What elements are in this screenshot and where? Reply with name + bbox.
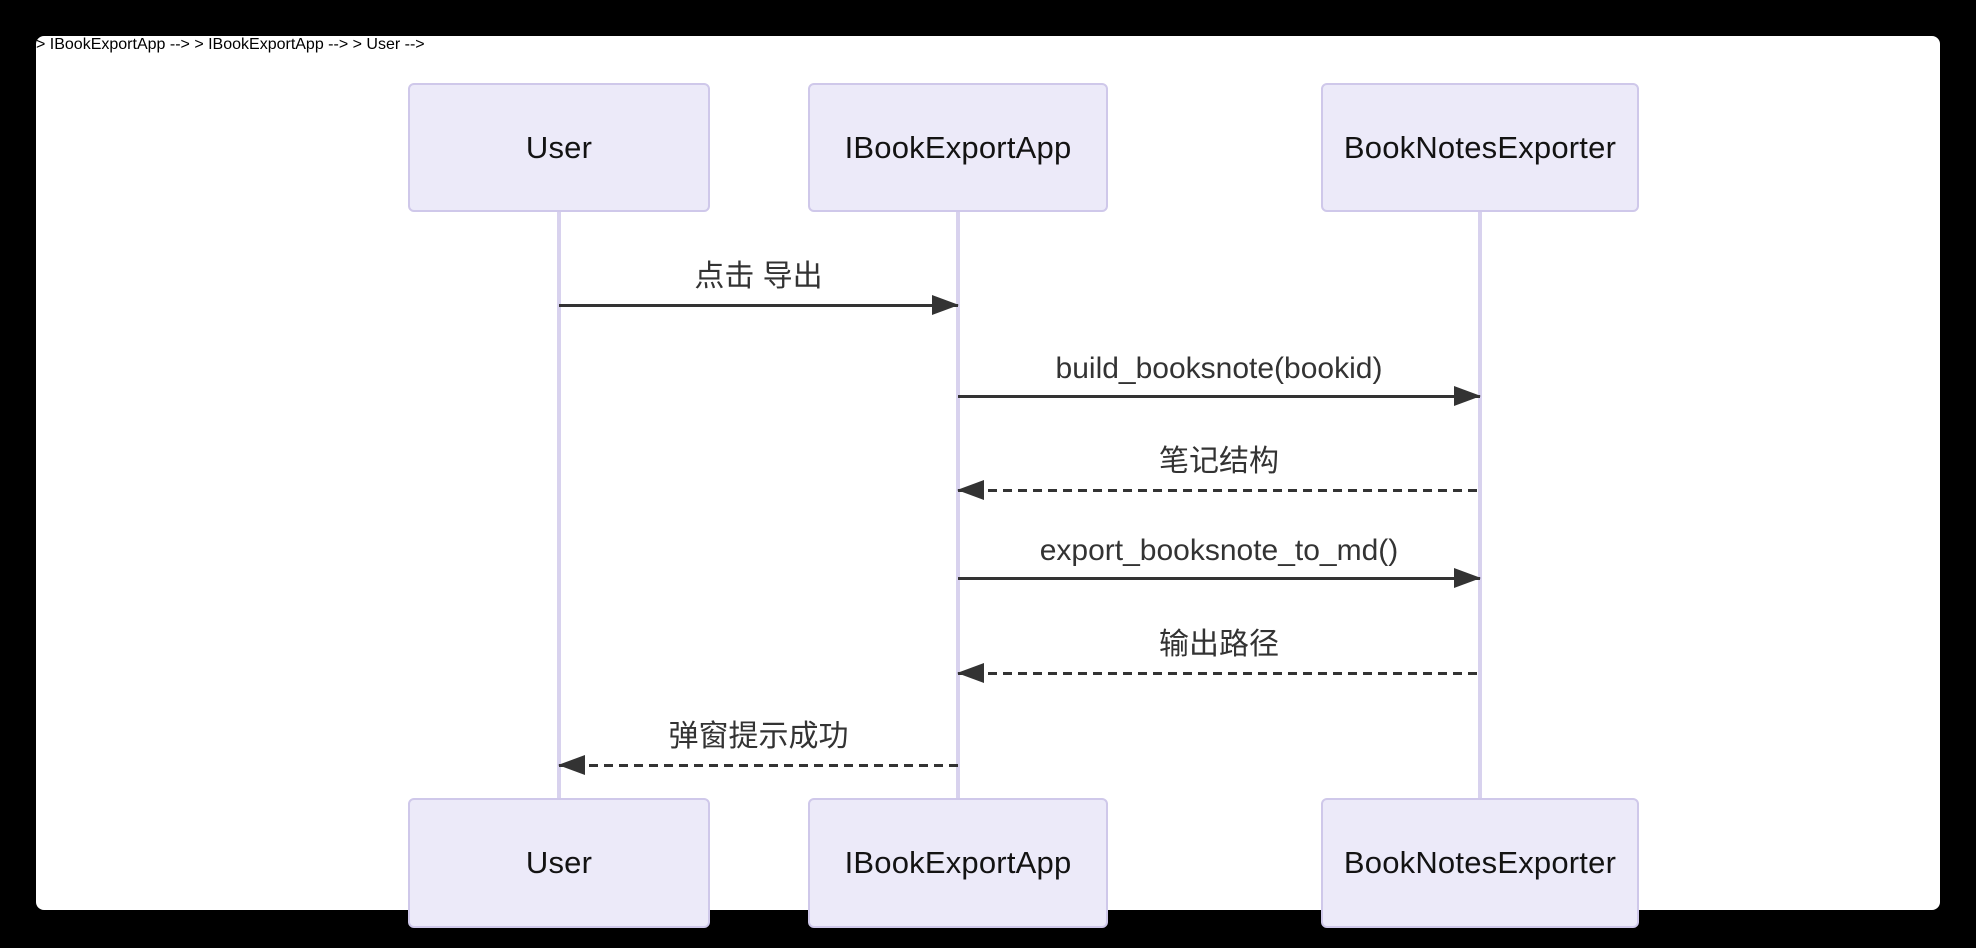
actor-user-bottom-label: User [525, 845, 593, 880]
message-note-structure-label: 笔记结构 [1159, 445, 1279, 478]
message-click-export: 点击 导出 [559, 251, 959, 315]
arrowhead-left-icon [558, 755, 585, 775]
message-output-path-label: 输出路径 [1159, 628, 1279, 661]
actor-user-top: User [408, 83, 710, 212]
message-build-booksnote-label: build_booksnote(bookid) [1055, 352, 1383, 385]
message-click-export-label: 点击 导出 [694, 260, 823, 293]
actor-ibookexportapp-bottom: IBookExportApp [808, 798, 1108, 928]
arrowhead-right-icon [1454, 568, 1481, 588]
actor-user-top-label: User [525, 129, 593, 165]
arrowhead-left-icon [957, 480, 984, 500]
actor-ibookexportapp-top: IBookExportApp [808, 83, 1108, 212]
message-build-booksnote: build_booksnote(bookid) [958, 342, 1481, 406]
message-popup-success-line [559, 764, 958, 767]
message-popup-success: 弹窗提示成功 [558, 711, 958, 775]
message-note-structure-line [958, 489, 1480, 492]
arrowhead-right-icon [1454, 386, 1481, 406]
message-click-export-line [559, 304, 958, 307]
arrowhead-right-icon [932, 295, 959, 315]
diagram-canvas: User IBookExportApp BookNotesExporter Us… [36, 36, 1940, 928]
actor-booknotesexporter-top: BookNotesExporter [1321, 83, 1639, 212]
message-popup-success-label: 弹窗提示成功 [668, 720, 849, 753]
actor-booknotesexporter-top-label: BookNotesExporter [1343, 129, 1617, 165]
message-export-booksnote-line [958, 577, 1480, 580]
lifeline-user [557, 212, 561, 798]
actor-booknotesexporter-bottom-label: BookNotesExporter [1343, 845, 1617, 880]
actor-booknotesexporter-bottom: BookNotesExporter [1321, 798, 1639, 928]
message-note-structure: 笔记结构 [957, 436, 1480, 500]
actor-ibookexportapp-top-label: IBookExportApp [844, 129, 1072, 165]
message-export-booksnote: export_booksnote_to_md() [958, 524, 1481, 588]
actor-ibookexportapp-bottom-label: IBookExportApp [844, 845, 1072, 880]
actor-user-bottom: User [408, 798, 710, 928]
lifeline-booknotesexporter [1478, 212, 1482, 798]
message-output-path: 输出路径 [957, 619, 1480, 683]
message-build-booksnote-line [958, 395, 1480, 398]
arrowhead-left-icon [957, 663, 984, 683]
message-output-path-line [958, 672, 1480, 675]
lifeline-ibookexportapp [956, 212, 960, 798]
message-export-booksnote-label: export_booksnote_to_md() [1039, 534, 1399, 567]
